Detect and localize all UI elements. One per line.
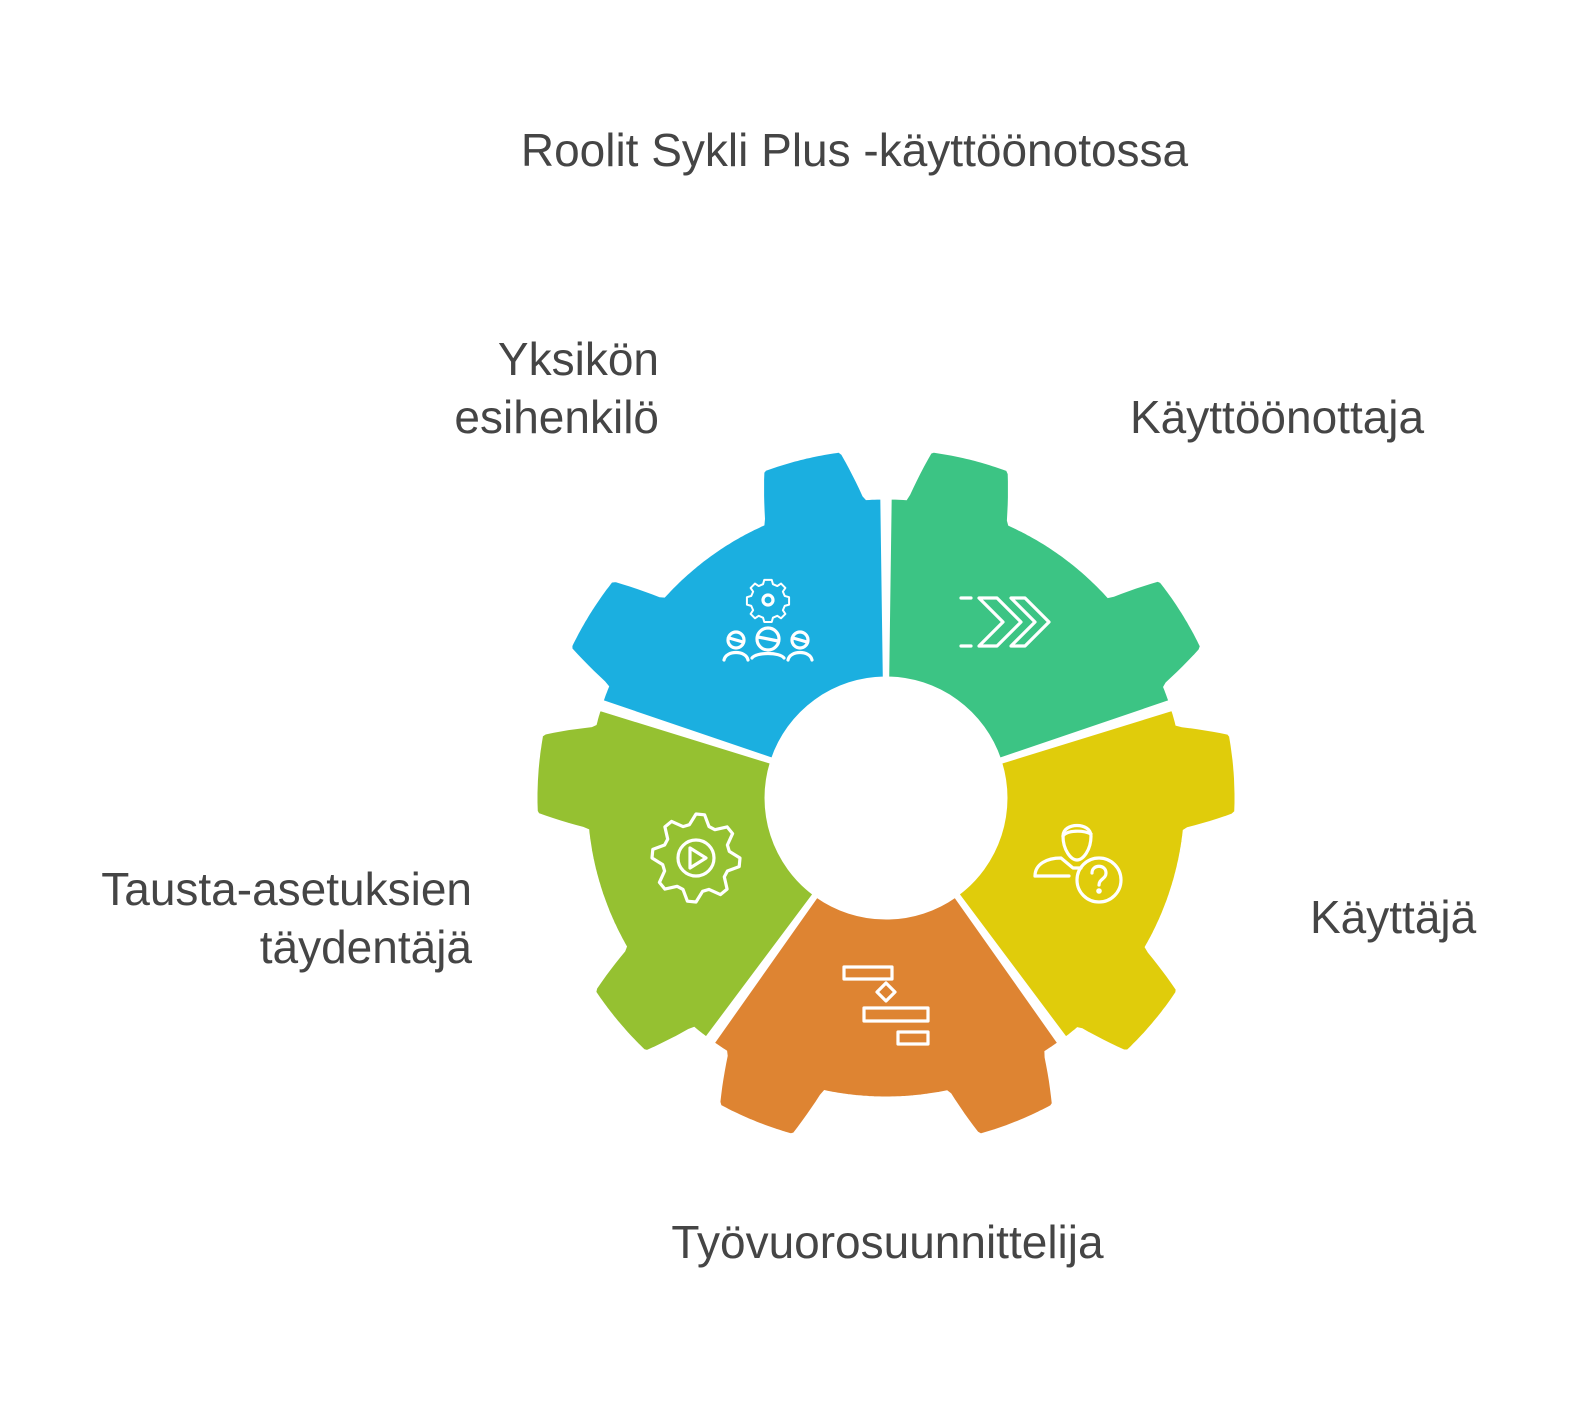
gear-segment-tausta-asetuksien-taydentaja [534,707,817,1054]
segment-icons [650,578,1123,1046]
double-chevron-right-icon [959,596,1051,648]
label-kayttaja-line1: Käyttäjä [1310,891,1477,943]
label-tyovuorosuunnittelija-line1: Työvuorosuunnittelija [671,1216,1104,1268]
label-yksikon-esihenkilo-line1: Yksikön [497,333,659,385]
gantt-schedule-icon [842,965,930,1046]
diagram-title: Roolit Sykli Plus -käyttöönotossa [520,124,1189,176]
label-tyovuorosuunnittelija: Työvuorosuunnittelija [0,1213,1595,1271]
label-kayttoonottaja-line1: Käyttöönottaja [1130,391,1425,443]
gear-segment-kayttaja [955,707,1238,1053]
team-gear-icon [722,578,814,662]
label-yksikon-esihenkilo-line2: esihenkilö [454,391,659,443]
gear-segment-tyovuorosuunnittelija [711,894,1061,1137]
gear-segments [534,449,1238,1137]
gear-play-icon [650,812,742,904]
gear-segment-kayttoonottaja [886,449,1204,762]
label-tausta-asetuksien-taydentaja: Tausta-asetuksien täydentäjä [101,860,472,976]
gear-segment-yksikon-esihenkilo [569,449,886,762]
label-kayttaja: Käyttäjä [1310,888,1476,946]
label-tausta-line2: täydentäjä [259,921,472,973]
label-kayttoonottaja: Käyttöönottaja [1130,388,1424,446]
label-yksikon-esihenkilo: Yksikön esihenkilö [454,330,659,446]
user-question-icon [1033,823,1123,904]
label-tausta-line1: Tausta-asetuksien [101,863,472,915]
